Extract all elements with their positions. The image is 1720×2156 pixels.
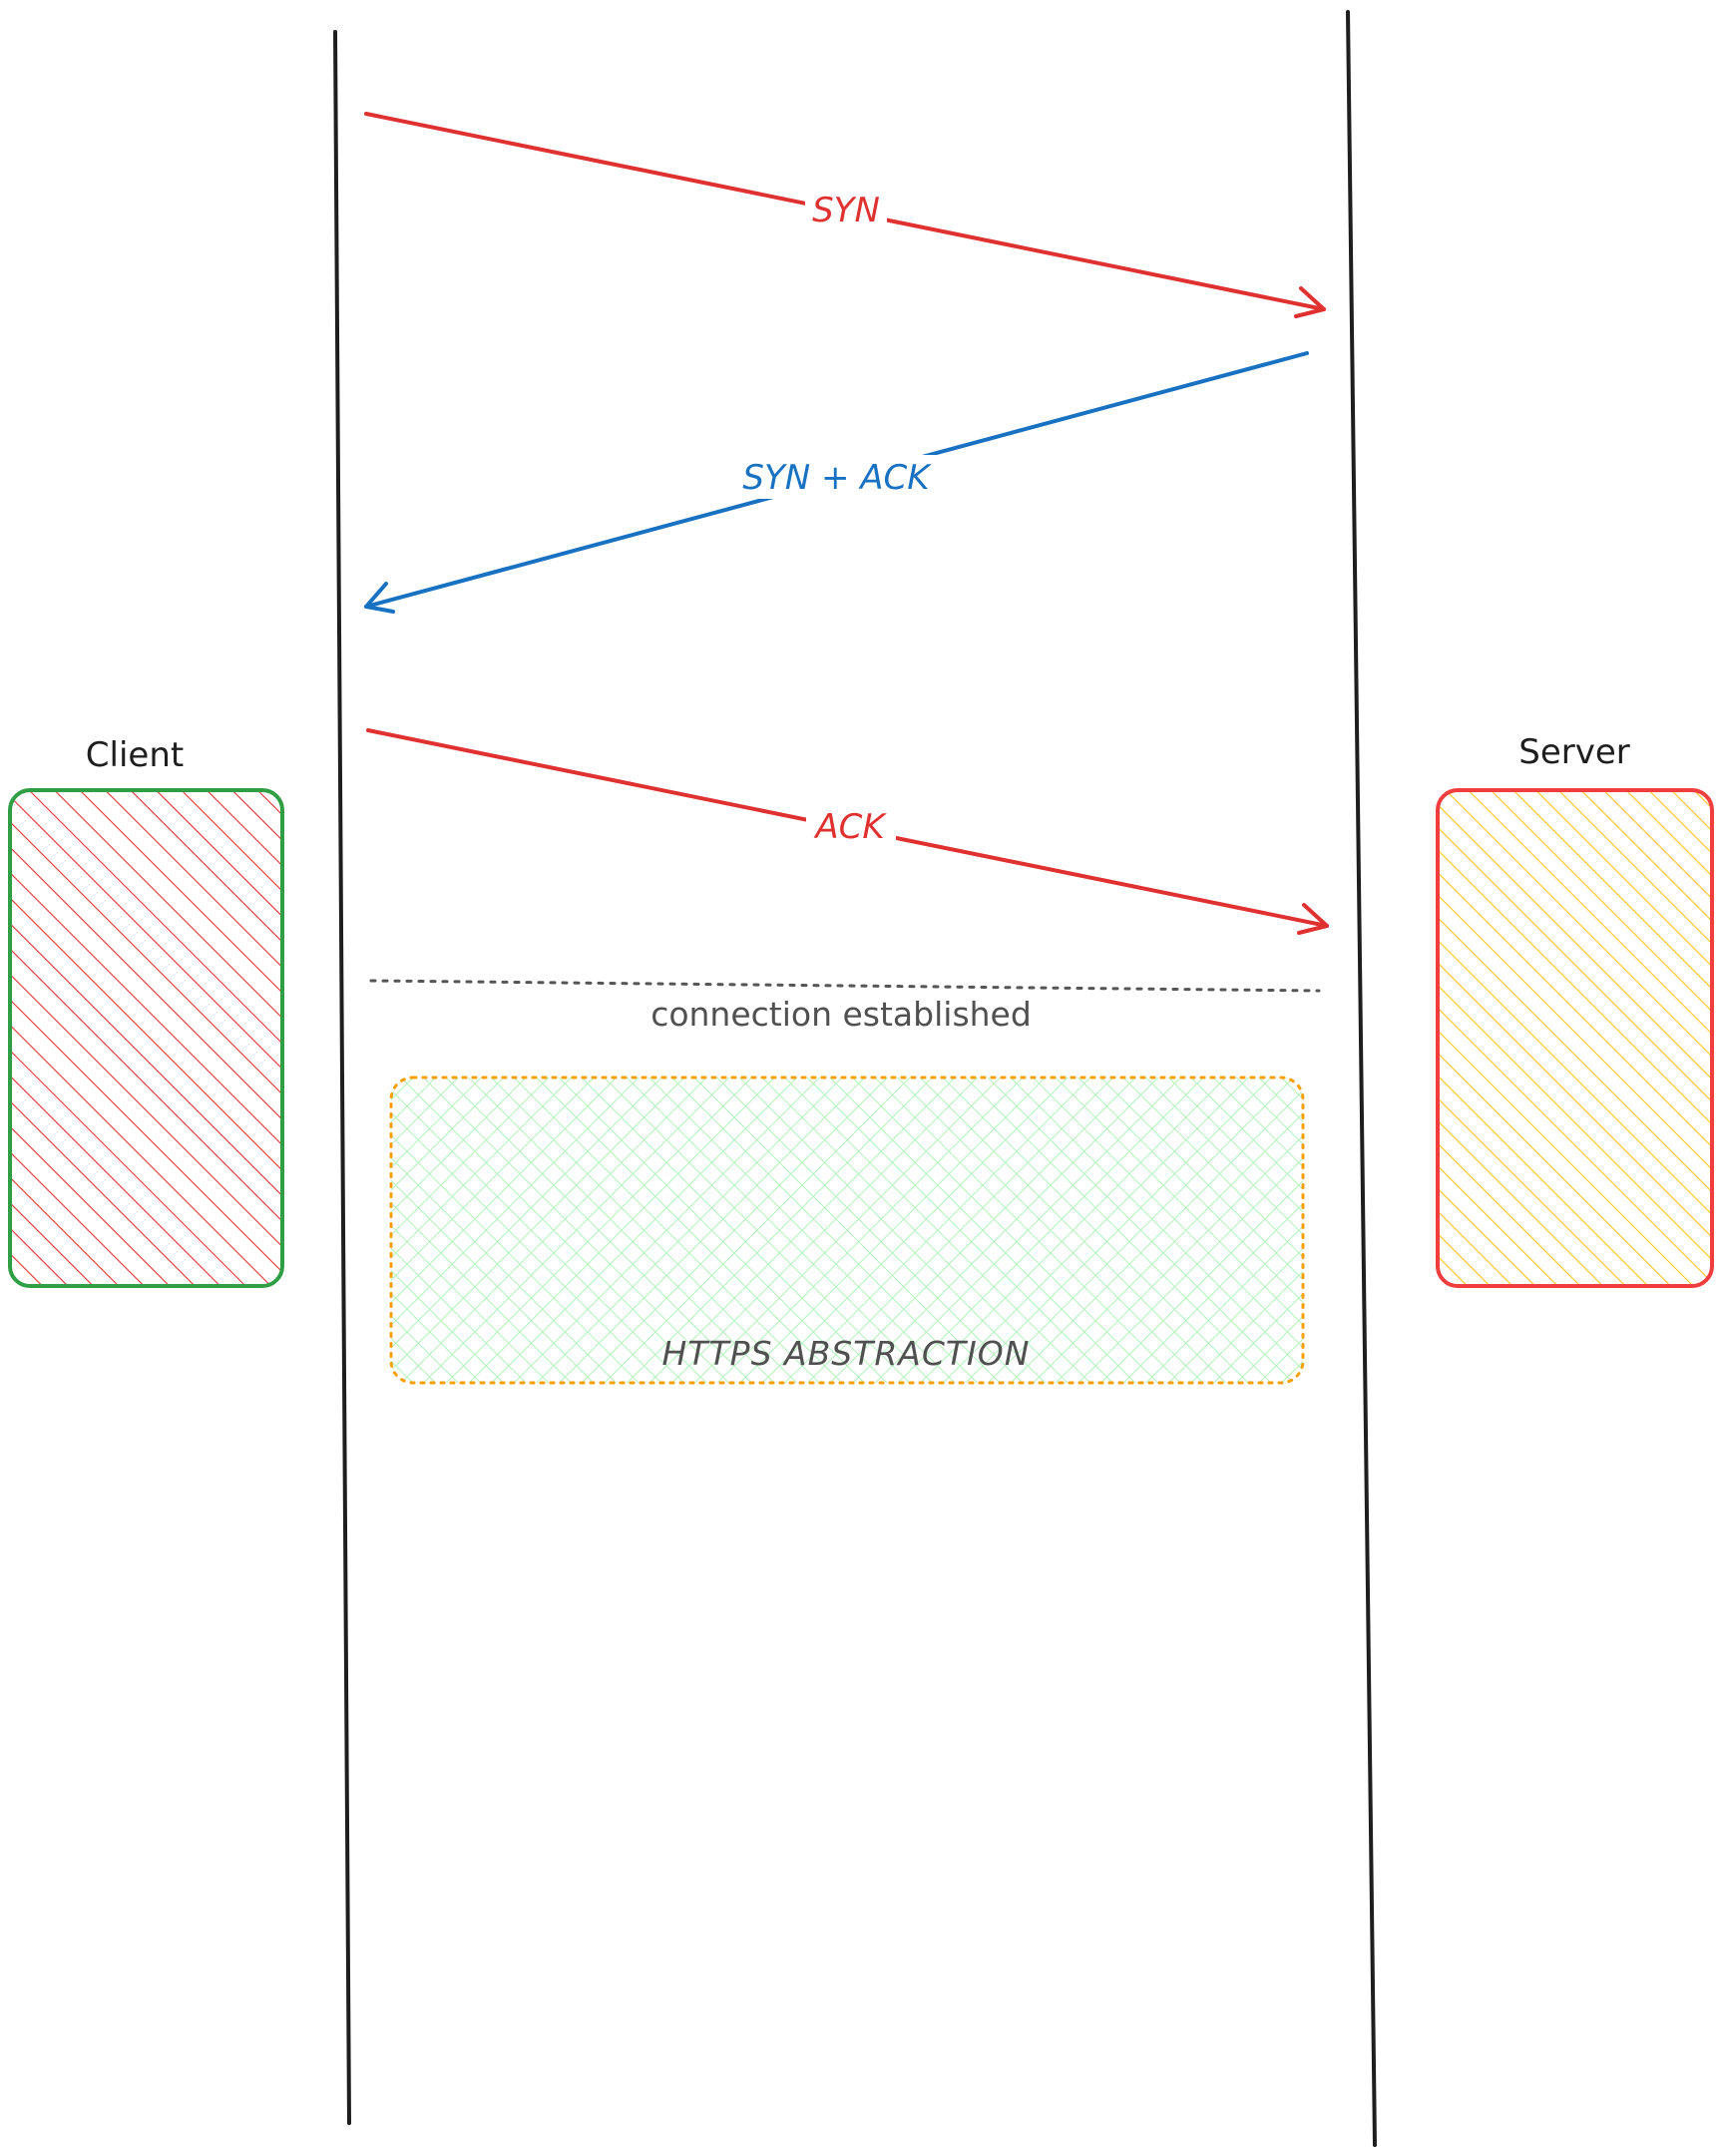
server-node: Server — [1436, 732, 1714, 1288]
ack-label: ACK — [813, 807, 887, 847]
ack-arrow: ACK — [366, 728, 1329, 935]
https-abstraction-label: HTTPS ABSTRACTION — [662, 1334, 1031, 1373]
client-label: Client — [86, 735, 184, 775]
client-box — [8, 788, 284, 1288]
server-lifeline — [1346, 10, 1377, 2147]
client-node: Client — [8, 735, 284, 1288]
https-abstraction-region: HTTPS ABSTRACTION — [389, 1076, 1305, 1385]
syn-ack-arrow: SYN + ACK — [364, 351, 1309, 614]
server-label: Server — [1518, 732, 1630, 772]
syn-ack-label: SYN + ACK — [742, 458, 932, 498]
client-lifeline — [333, 30, 351, 2125]
syn-arrow: SYN — [364, 112, 1326, 318]
server-box — [1436, 788, 1714, 1288]
connection-separator: connection established — [369, 979, 1321, 1034]
syn-label: SYN — [812, 191, 880, 230]
connection-established-label: connection established — [650, 995, 1032, 1034]
